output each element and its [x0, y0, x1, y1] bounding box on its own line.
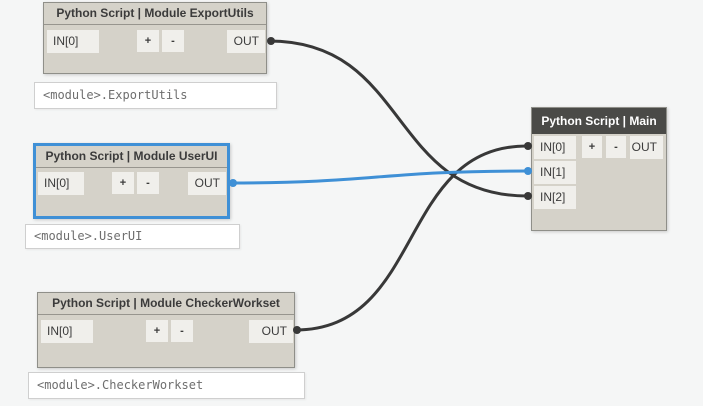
node-main-port-in0[interactable]: IN[0] — [534, 136, 576, 159]
node-checkerworkset[interactable]: Python Script | Module CheckerWorkset IN… — [37, 292, 295, 368]
node-userui-port-in0[interactable]: IN[0] — [38, 172, 84, 195]
wire-userui-to-main-in1[interactable] — [229, 169, 529, 185]
wire-start-dot-exportutils[interactable] — [267, 37, 275, 45]
node-main[interactable]: Python Script | Main IN[0] IN[1] IN[2] +… — [531, 107, 667, 231]
node-main-add-input-button[interactable]: + — [582, 136, 602, 158]
wire-start-dot-userui[interactable] — [229, 179, 237, 187]
node-exportutils-remove-input-button[interactable]: - — [162, 30, 184, 52]
node-checkerworkset-port-out[interactable]: OUT — [249, 320, 293, 343]
node-userui[interactable]: Python Script | Module UserUI IN[0] + - … — [33, 143, 230, 219]
wire-checkerworkset-to-main-in0[interactable] — [293, 144, 529, 332]
annotation-exportutils[interactable]: <module>.ExportUtils — [34, 82, 277, 109]
node-exportutils-port-out[interactable]: OUT — [227, 30, 265, 53]
node-exportutils[interactable]: Python Script | Module ExportUtils IN[0]… — [43, 2, 267, 74]
node-main-title[interactable]: Python Script | Main — [532, 108, 666, 134]
node-userui-title[interactable]: Python Script | Module UserUI — [36, 146, 227, 168]
node-checkerworkset-title[interactable]: Python Script | Module CheckerWorkset — [38, 293, 294, 315]
node-main-port-out[interactable]: OUT — [630, 136, 663, 159]
node-exportutils-title[interactable]: Python Script | Module ExportUtils — [44, 3, 266, 25]
node-main-remove-input-button[interactable]: - — [606, 136, 626, 158]
node-exportutils-add-input-button[interactable]: + — [137, 30, 159, 52]
node-checkerworkset-port-in0[interactable]: IN[0] — [41, 320, 93, 343]
annotation-checkerworkset[interactable]: <module>.CheckerWorkset — [28, 372, 305, 399]
node-checkerworkset-remove-input-button[interactable]: - — [171, 320, 193, 342]
node-userui-port-out[interactable]: OUT — [188, 172, 226, 195]
wire-exportutils-to-main-in2[interactable] — [267, 39, 529, 198]
node-userui-add-input-button[interactable]: + — [112, 172, 134, 194]
annotation-userui[interactable]: <module>.UserUI — [25, 224, 240, 249]
node-userui-remove-input-button[interactable]: - — [137, 172, 159, 194]
node-main-port-in1[interactable]: IN[1] — [534, 161, 576, 184]
node-exportutils-port-in0[interactable]: IN[0] — [47, 30, 99, 53]
node-checkerworkset-add-input-button[interactable]: + — [146, 320, 168, 342]
node-main-port-in2[interactable]: IN[2] — [534, 186, 576, 209]
